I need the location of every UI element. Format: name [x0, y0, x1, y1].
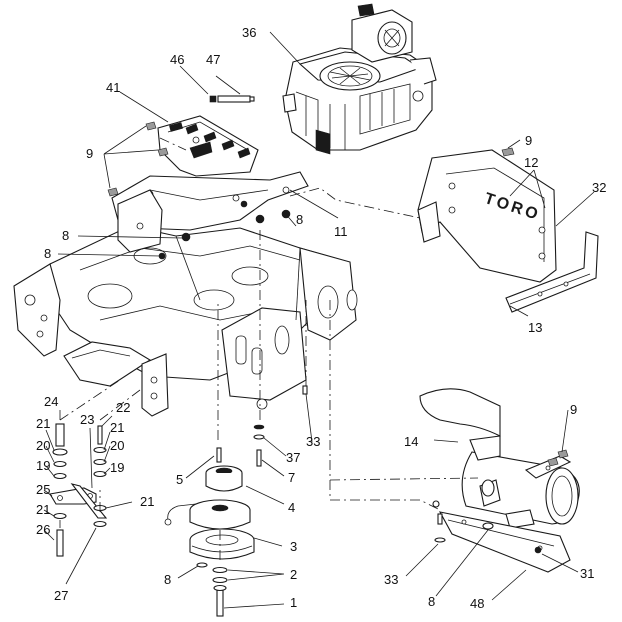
callout-46: 46	[170, 52, 184, 67]
callout-20-right: 20	[110, 438, 124, 453]
callout-19-right: 19	[110, 460, 124, 475]
callout-3: 3	[290, 539, 297, 554]
callout-19-left: 19	[36, 458, 50, 473]
callout-5: 5	[176, 472, 183, 487]
callout-41: 41	[106, 80, 120, 95]
muffler	[419, 388, 580, 529]
callout-23: 23	[80, 412, 94, 427]
callout-8-frame-lower: 8	[44, 246, 51, 261]
callout-9-console: 9	[86, 146, 93, 161]
callout-8-bracket: 8	[296, 212, 303, 227]
main-frame	[13, 189, 358, 417]
callout-9-shield: 9	[525, 133, 532, 148]
callout-26: 26	[36, 522, 50, 537]
callout-8-frame-upper: 8	[62, 228, 69, 243]
callout-21-left-top: 21	[36, 416, 50, 431]
callout-37: 37	[286, 450, 300, 465]
callout-36: 36	[242, 25, 256, 40]
callout-labels: 36 46 47 41 9 9 12 32 8 11 8 8 13 24 23 …	[36, 25, 606, 611]
engine	[282, 3, 437, 155]
callout-25: 25	[36, 482, 50, 497]
bumper-bar	[505, 231, 599, 313]
callout-47: 47	[206, 52, 220, 67]
hose-assembly	[209, 95, 255, 103]
callout-27: 27	[54, 588, 68, 603]
callout-20-left: 20	[36, 438, 50, 453]
callout-14: 14	[404, 434, 418, 449]
callout-9-muffler: 9	[570, 402, 577, 417]
control-console	[157, 115, 259, 177]
callout-2: 2	[290, 567, 297, 582]
callout-31: 31	[580, 566, 594, 581]
callout-33-muffler: 33	[384, 572, 398, 587]
alignment-lines	[59, 137, 479, 560]
callout-24: 24	[44, 394, 58, 409]
callout-21-left-lower: 21	[36, 502, 50, 517]
callout-8-muffler: 8	[428, 594, 435, 609]
callout-21-right-top: 21	[110, 420, 124, 435]
linkage-hardware	[49, 423, 108, 557]
callout-21-right-lower: 21	[140, 494, 154, 509]
callout-8-clutch: 8	[164, 572, 171, 587]
callout-7: 7	[288, 470, 295, 485]
callout-12: 12	[524, 155, 538, 170]
callout-48: 48	[470, 596, 484, 611]
callout-22: 22	[116, 400, 130, 415]
callout-11: 11	[334, 224, 348, 239]
callout-4: 4	[288, 500, 295, 515]
callout-13: 13	[528, 320, 542, 335]
callout-1: 1	[290, 595, 297, 610]
leader-lines	[43, 31, 595, 609]
fasteners	[107, 121, 569, 617]
callout-33-frame: 33	[306, 434, 320, 449]
pto-clutch	[164, 465, 255, 560]
callout-32: 32	[592, 180, 606, 195]
